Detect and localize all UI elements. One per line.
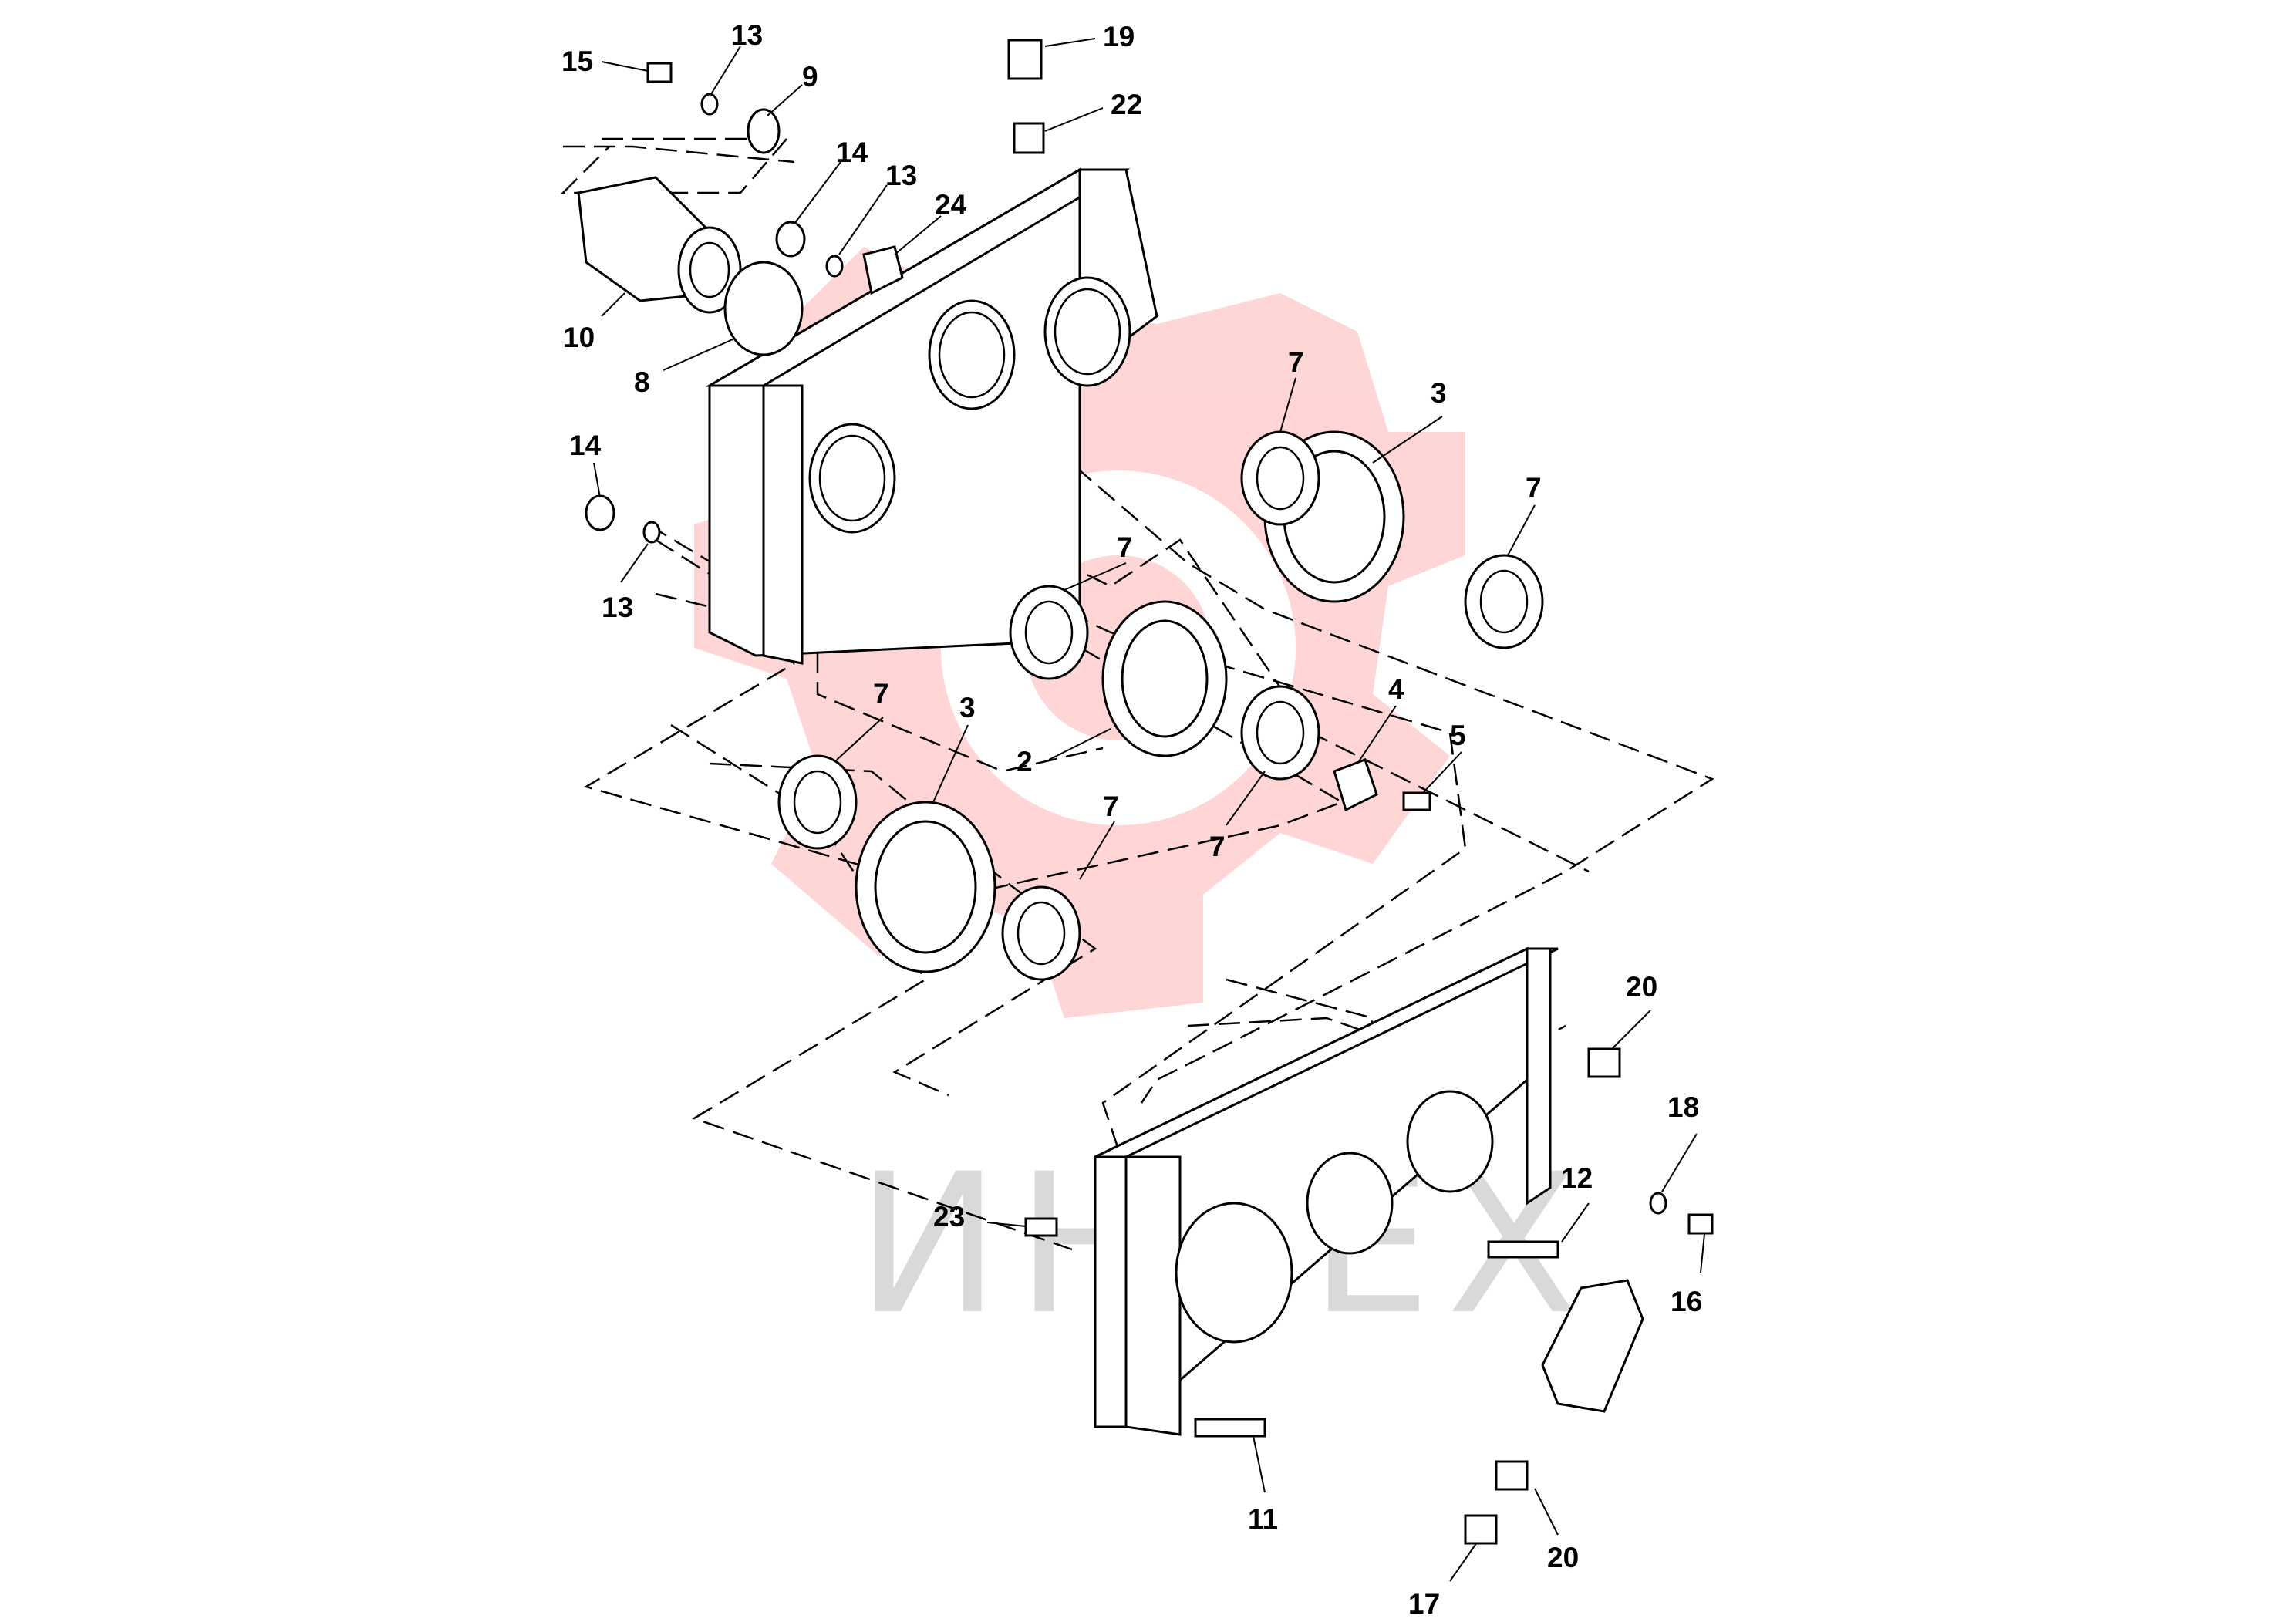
callout-2: 2: [1017, 746, 1033, 777]
washer-13b: [825, 255, 844, 278]
washer-13c: [642, 521, 661, 544]
washer-9: [747, 108, 781, 154]
callout-17: 17: [1408, 1588, 1440, 1620]
elbow-22: [1013, 122, 1045, 154]
callout-14: 14: [569, 430, 602, 461]
bracket-24: [862, 245, 904, 295]
callout-10: 10: [563, 322, 595, 353]
callout-12: 12: [1561, 1162, 1593, 1194]
callout-4: 4: [1388, 673, 1404, 705]
gear-3-upper: [1240, 430, 1544, 649]
callout-3: 3: [959, 692, 976, 723]
bolt-15: [646, 62, 673, 83]
gear-3-lower: [777, 754, 1081, 981]
fitting-17: [1464, 1514, 1498, 1545]
callout-9: 9: [802, 61, 818, 93]
callout-7: 7: [873, 678, 889, 710]
bolt-16: [1687, 1213, 1714, 1235]
callout-24: 24: [935, 189, 967, 221]
yoke-10: [577, 176, 742, 314]
callout-3: 3: [1431, 377, 1447, 409]
callout-20: 20: [1547, 1542, 1579, 1573]
leader-lines: [593, 38, 1705, 1582]
callout-22: 22: [1111, 89, 1142, 120]
callout-16: 16: [1671, 1286, 1702, 1317]
lower-housing: [1094, 946, 1559, 1436]
callout-7: 7: [1526, 472, 1542, 504]
bolt-5: [1402, 791, 1431, 811]
gear-2-center: [1009, 585, 1320, 781]
upper-housing: [705, 167, 1158, 665]
pin-23: [1024, 1217, 1058, 1237]
plug-19: [1007, 39, 1043, 80]
callout-7: 7: [1117, 531, 1133, 563]
nut-14b: [585, 494, 615, 531]
fitting-20a: [1587, 1047, 1621, 1078]
washer-13a: [700, 93, 719, 116]
bolt-12: [1487, 1240, 1559, 1259]
callouts: 15 13 9 19 22 14 13 24 10 8 7 3 7 14 13 …: [561, 19, 1702, 1620]
callout-18: 18: [1667, 1091, 1699, 1123]
callout-8: 8: [634, 366, 650, 398]
callout-11: 11: [1248, 1503, 1278, 1535]
callout-15: 15: [561, 46, 593, 77]
fitting-20b: [1495, 1460, 1529, 1491]
callout-23: 23: [933, 1201, 965, 1233]
nut-14a: [775, 221, 806, 258]
seal-8: [723, 261, 804, 356]
callout-19: 19: [1103, 21, 1135, 52]
callout-13: 13: [731, 19, 763, 51]
callout-7: 7: [1103, 791, 1119, 822]
callout-13: 13: [602, 592, 633, 623]
bolt-11: [1194, 1418, 1266, 1438]
callout-13: 13: [885, 160, 917, 191]
callout-20: 20: [1626, 971, 1657, 1003]
callout-7: 7: [1288, 346, 1304, 378]
callout-5: 5: [1450, 720, 1466, 751]
callout-14: 14: [836, 137, 868, 168]
callout-7: 7: [1209, 831, 1226, 862]
cover-plate: [1541, 1279, 1644, 1413]
washer-18: [1649, 1192, 1667, 1215]
bracket-4: [1333, 758, 1378, 812]
